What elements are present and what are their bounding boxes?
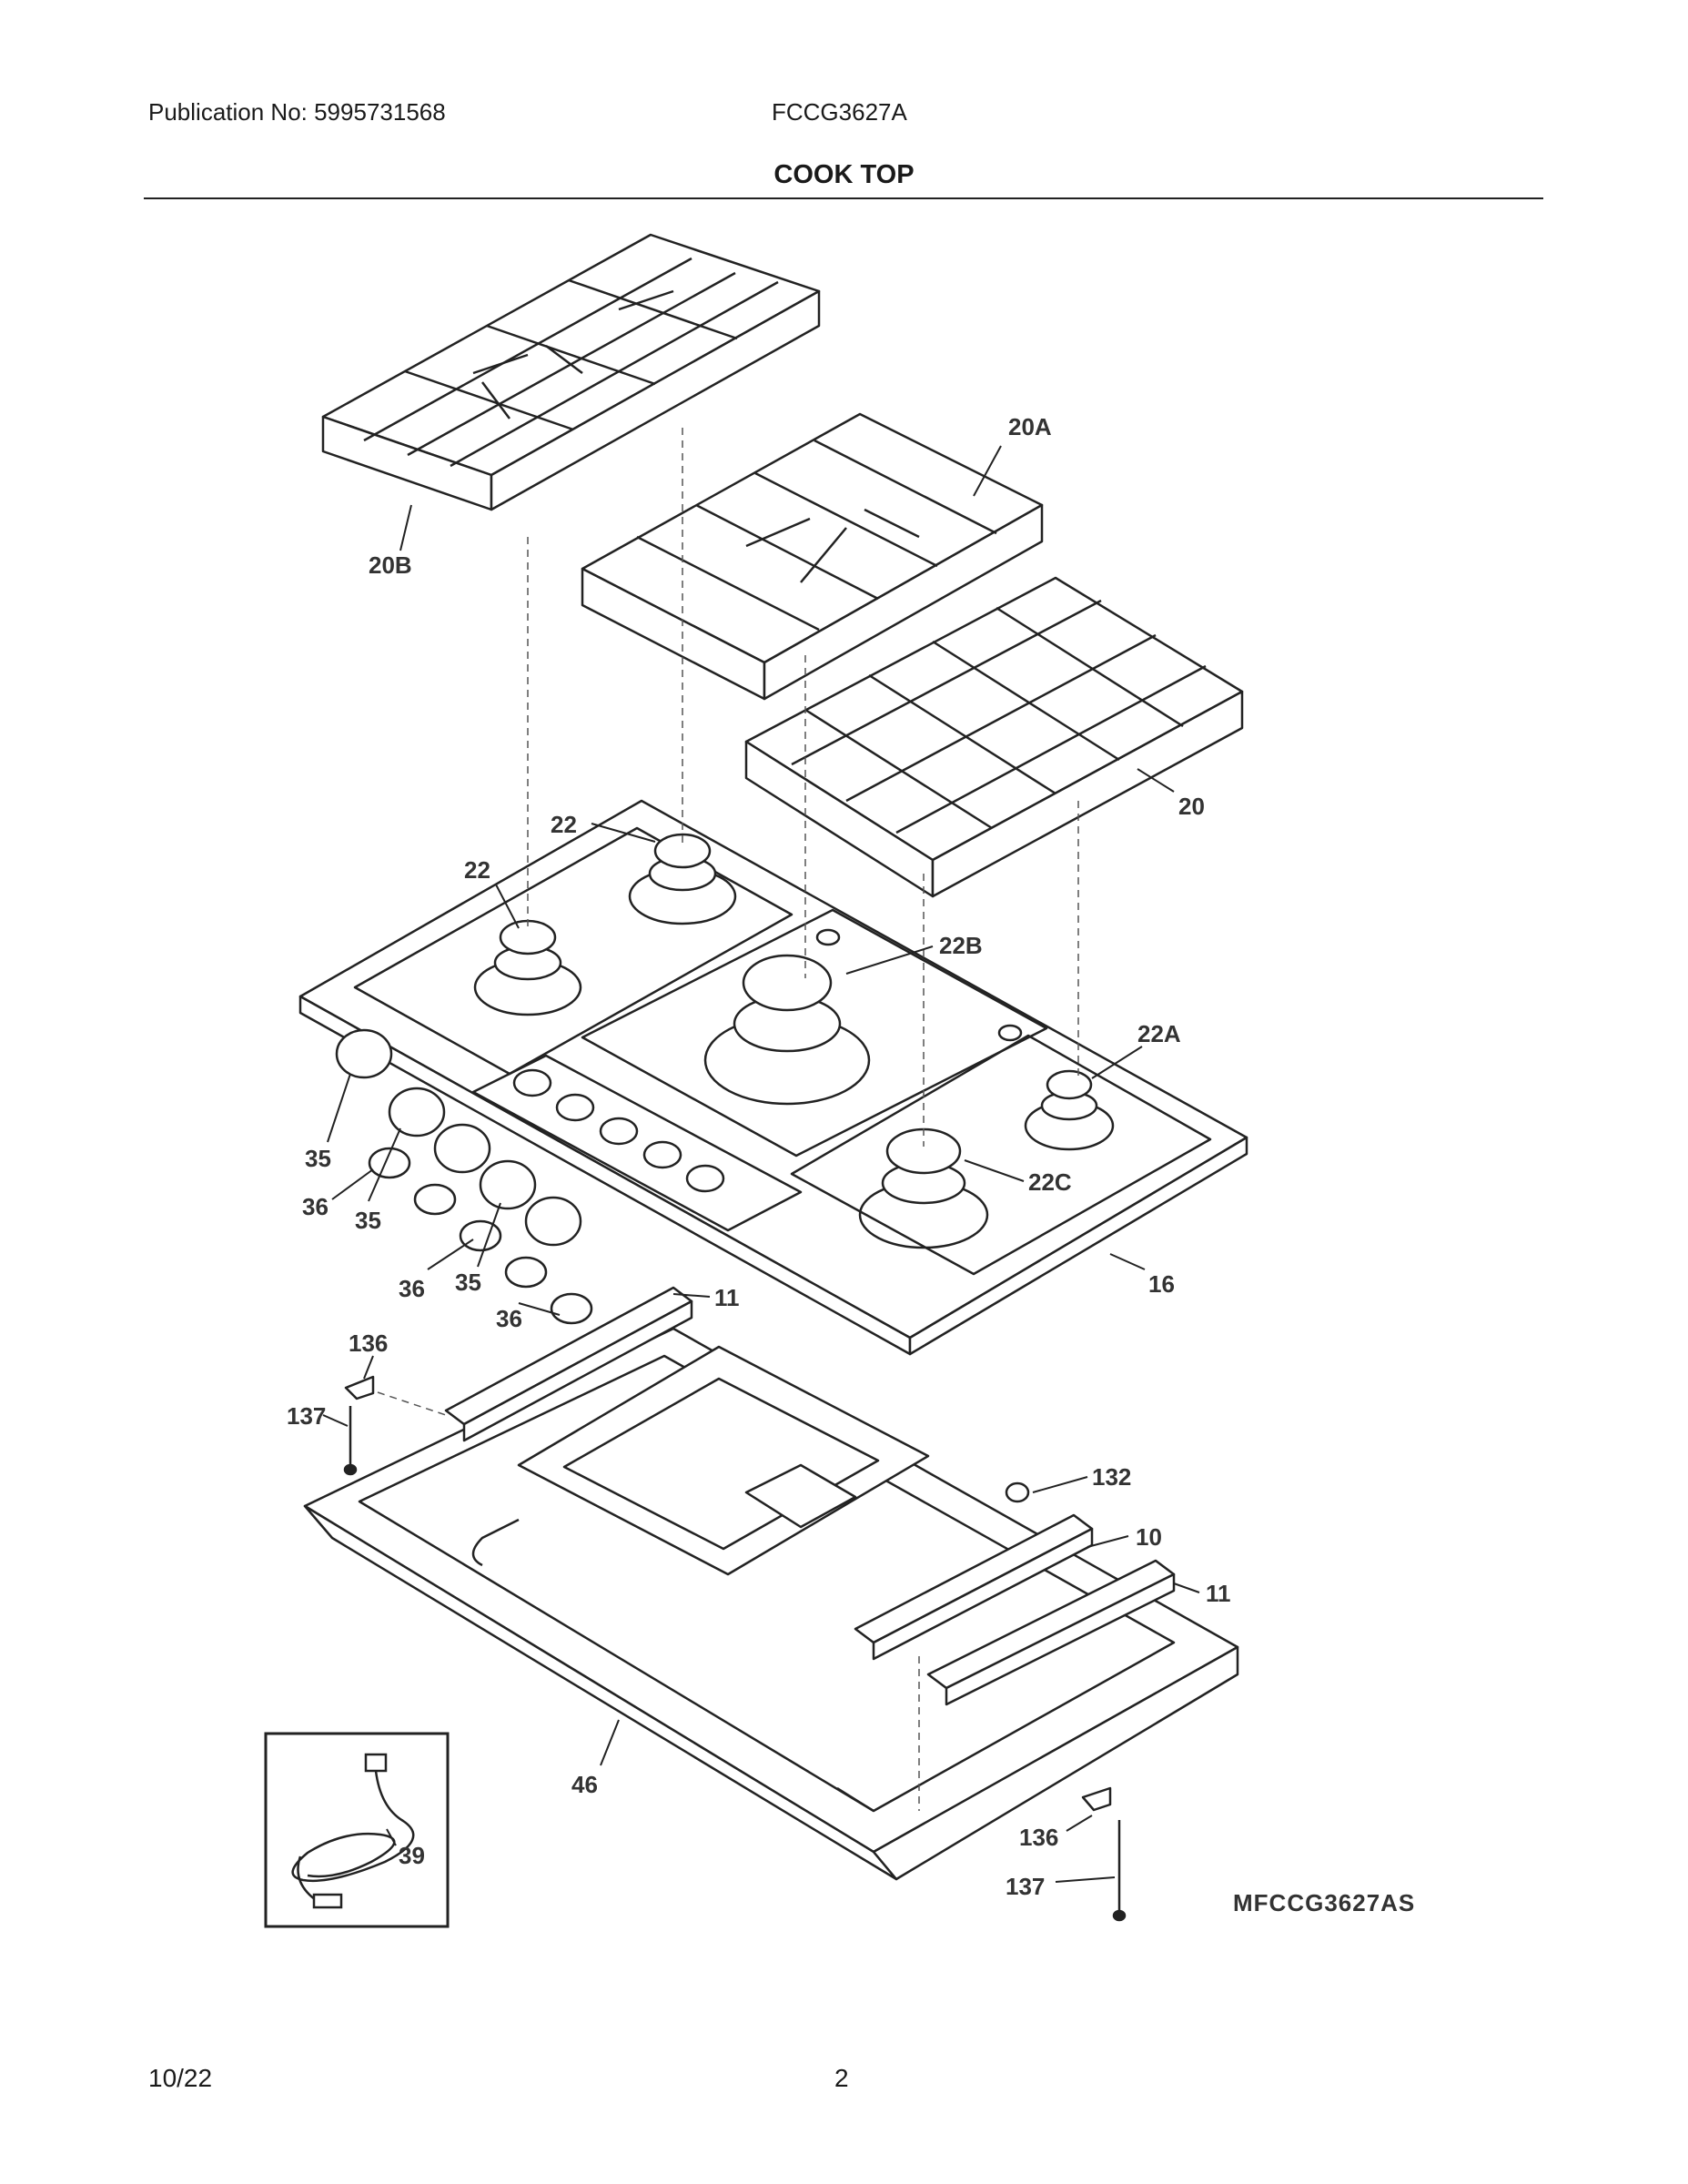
callout-136-upper: 136	[349, 1330, 388, 1357]
callout-46: 46	[571, 1771, 598, 1798]
callout-20: 20	[1178, 793, 1205, 820]
screw-137-upper	[343, 1406, 358, 1476]
callout-22a: 22A	[1137, 1020, 1181, 1047]
callout-10: 10	[1136, 1523, 1162, 1551]
bracket-10	[854, 1513, 1094, 1661]
burner-22-front	[473, 919, 582, 1016]
callout-35-c: 35	[455, 1269, 481, 1296]
grate-20	[744, 576, 1244, 898]
callout-137-lower: 137	[1006, 1873, 1045, 1900]
cross-frame	[517, 1345, 930, 1576]
power-cord-inset: 39	[264, 1732, 450, 1928]
page-title: COOK TOP	[773, 160, 915, 189]
leader-lines	[322, 445, 1200, 1883]
callout-137-upper: 137	[287, 1402, 326, 1430]
callout-39: 39	[386, 1828, 425, 1869]
callout-36-a: 36	[302, 1193, 329, 1220]
knob-bezels-36	[368, 1147, 593, 1325]
callout-22b: 22B	[939, 932, 983, 959]
page-number: 2	[834, 2064, 849, 2092]
callout-20b: 20B	[369, 551, 412, 579]
callout-22c: 22C	[1028, 1168, 1072, 1196]
callout-36-b: 36	[399, 1275, 425, 1302]
grate-20b	[321, 233, 821, 511]
callout-11-lower: 11	[1206, 1580, 1231, 1607]
alignment-lines	[377, 428, 1079, 1811]
bracket-11-upper	[444, 1286, 693, 1442]
callout-132: 132	[1092, 1463, 1131, 1491]
publication-number: Publication No: 5995731568	[148, 98, 446, 126]
callout-20a: 20A	[1008, 413, 1052, 440]
burner-22b-center	[703, 954, 871, 1106]
footer-date: 10/22	[148, 2064, 213, 2092]
clip-136-lower	[1081, 1786, 1112, 1812]
clip-136-upper	[344, 1375, 375, 1400]
callout-16: 16	[1148, 1270, 1175, 1298]
callout-11-upper: 11	[714, 1284, 740, 1311]
burner-22a-right	[1024, 1069, 1115, 1151]
diagram-code: MFCCG3627AS	[1233, 1889, 1415, 1916]
callout-22-front: 22	[464, 856, 490, 884]
model-number: FCCG3627A	[772, 98, 907, 126]
callout-36-c: 36	[496, 1305, 522, 1332]
burner-22c-front-right	[858, 1127, 989, 1249]
title-rule	[144, 197, 1543, 199]
callout-22-rear: 22	[551, 811, 577, 838]
cooktop-top-16	[298, 799, 1248, 1356]
screw-137-lower	[1112, 1820, 1127, 1922]
burner-22-rear	[628, 833, 737, 925]
callout-136-lower: 136	[1019, 1824, 1058, 1851]
callout-labels: 20A 20B 20 22 22 22B 22A 22C 16 35 36 35…	[287, 413, 1415, 1916]
grommet-132	[1005, 1481, 1030, 1503]
callout-35-b: 35	[355, 1207, 381, 1234]
svg-text:39: 39	[399, 1842, 425, 1869]
control-knobs-35	[335, 1028, 582, 1247]
grate-20a	[581, 412, 1044, 701]
bracket-11-lower	[926, 1559, 1176, 1706]
callout-35-a: 35	[305, 1145, 331, 1172]
